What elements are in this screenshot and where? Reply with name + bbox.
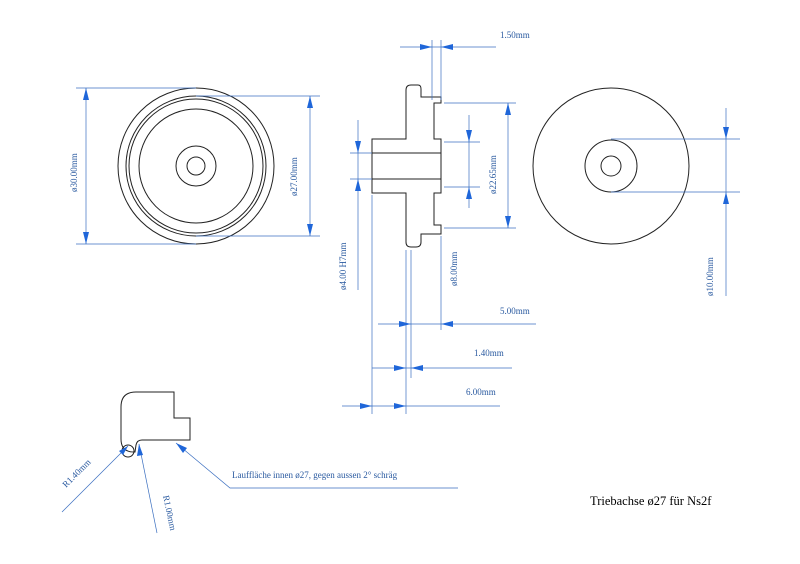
drawing-title: Triebachse ø27 für Ns2f	[590, 494, 712, 508]
arrow-head	[723, 127, 729, 139]
dim-w140: 1.40mm	[372, 348, 512, 371]
arrow-head	[307, 224, 313, 236]
dim-w500: 5.00mm	[378, 306, 536, 327]
dim-d30: ø30.00mm	[69, 87, 196, 245]
section-view	[371, 84, 442, 248]
dim-r140: R1.40mm	[60, 445, 129, 513]
arrow-head	[394, 365, 406, 371]
dim-label-d27: ø27.00mm	[289, 157, 299, 196]
dim-d2265: ø22.65mm	[444, 102, 516, 229]
arrow-head	[505, 103, 511, 115]
dim-d4: ø4.00 H7mm	[338, 120, 372, 290]
dim-label-r100: R1.00mm	[161, 494, 178, 531]
note-leader: Lauffläche innen ø27, gegen aussen 2° sc…	[175, 442, 458, 489]
arrow-head	[466, 130, 472, 142]
flange-circle-outer	[125, 95, 267, 237]
dim-label-d10: ø10.00mm	[705, 257, 715, 296]
bore-circle	[600, 155, 622, 177]
dim-w150: 1.50mm	[400, 30, 530, 100]
section-extension-lines	[371, 195, 442, 414]
arrow-head	[176, 443, 187, 453]
outer-circle	[117, 87, 275, 245]
dim-label-d2265: ø22.65mm	[488, 155, 498, 194]
arrow-head	[83, 232, 89, 244]
arrow-head	[355, 141, 361, 153]
note-text: Lauffläche innen ø27, gegen aussen 2° sc…	[232, 470, 398, 480]
bore-circle	[186, 156, 206, 176]
arrow-head	[411, 365, 423, 371]
front-view	[117, 87, 275, 245]
detail-outline	[120, 391, 191, 453]
arrow-head	[441, 44, 453, 50]
dim-label-d30: ø30.00mm	[69, 153, 79, 192]
dim-d8: ø8.00mm	[444, 115, 480, 286]
dim-label-r140: R1.40mm	[60, 457, 92, 489]
tread-circle	[138, 108, 254, 224]
arrow-head	[355, 179, 361, 191]
arrow-head	[394, 403, 406, 409]
arrow-head	[420, 44, 432, 50]
arrow-head	[307, 96, 313, 108]
dim-label-w140: 1.40mm	[474, 348, 504, 358]
dim-label-w500: 5.00mm	[500, 306, 530, 316]
dim-d10: ø10.00mm	[611, 108, 740, 296]
flange-circle-inner	[128, 98, 264, 234]
hub-circle	[175, 145, 217, 187]
dim-d27: ø27.00mm	[196, 95, 320, 237]
dim-label-d4: ø4.00 H7mm	[338, 242, 348, 290]
arrow-head	[466, 187, 472, 199]
back-view	[532, 87, 690, 245]
dim-r100: R1.00mm	[137, 443, 178, 534]
hub-circle	[584, 139, 638, 193]
arrow-head	[505, 216, 511, 228]
dim-label-d8: ø8.00mm	[449, 252, 459, 286]
outer-circle	[532, 87, 690, 245]
arrow-head	[360, 403, 372, 409]
arrow-head	[83, 88, 89, 100]
arrow-head	[119, 446, 128, 455]
section-outline	[371, 84, 442, 248]
dim-label-w600: 6.00mm	[466, 387, 496, 397]
arrow-head	[723, 192, 729, 204]
dim-w600: 6.00mm	[342, 387, 500, 409]
arrow-head	[137, 444, 143, 456]
dim-label-w150: 1.50mm	[500, 30, 530, 40]
arrow-head	[399, 321, 411, 327]
arrow-head	[441, 321, 453, 327]
